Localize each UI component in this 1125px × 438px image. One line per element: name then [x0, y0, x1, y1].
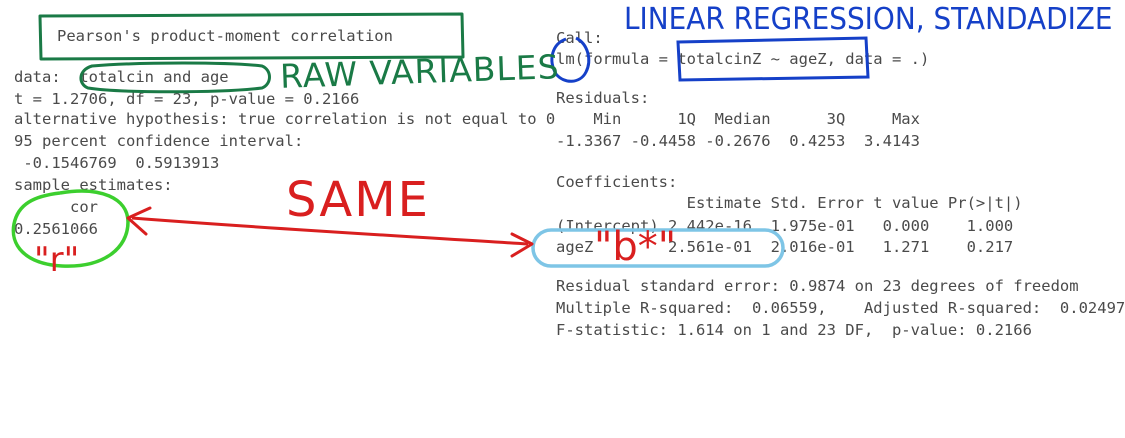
- right-line-formula: lm(formula = totalcinZ ~ ageZ, data = .): [556, 50, 930, 68]
- left-line-ci-values: -0.1546769 0.5913913: [14, 154, 220, 172]
- r-label: "r": [34, 240, 80, 280]
- same-arrow-head-right: [510, 232, 534, 258]
- right-line-residuals-label: Residuals:: [556, 89, 650, 107]
- right-line-coef-header: Estimate Std. Error t value Pr(>|t|): [556, 194, 1023, 212]
- b-star-label: "b*": [594, 224, 677, 270]
- raw-variables-oval: [79, 61, 271, 94]
- right-line-r-squared: Multiple R-squared: 0.06559, Adjusted R-…: [556, 299, 1125, 317]
- call-circle: [550, 36, 591, 83]
- r-circle: [11, 189, 130, 268]
- left-line-data: data: totalcin and age: [14, 68, 229, 86]
- same-arrow-head-left: [126, 206, 152, 236]
- right-line-residuals-values: -1.3367 -0.4458 -0.2676 0.4253 3.4143: [556, 132, 920, 150]
- right-line-coefficients-label: Coefficients:: [556, 173, 678, 191]
- left-line-cor-header: cor: [14, 198, 98, 216]
- right-line-coef-agez: ageZ 2.561e-01 2.016e-01 1.271 0.217: [556, 238, 1014, 256]
- formula-box: [676, 36, 870, 82]
- same-label: SAME: [286, 172, 430, 228]
- left-line-hypothesis: alternative hypothesis: true correlation…: [14, 110, 556, 128]
- correlation-title: Pearson's product-moment correlation: [57, 27, 393, 45]
- left-line-sample-estimates: sample estimates:: [14, 176, 173, 194]
- linear-regression-label: LINEAR REGRESSION, STANDADIZE: [624, 2, 1113, 37]
- right-line-residuals-header: Min 1Q Median 3Q Max: [556, 110, 920, 128]
- right-line-call: Call:: [556, 29, 603, 47]
- left-line-stats: t = 1.2706, df = 23, p-value = 0.2166: [14, 90, 360, 108]
- right-line-f-statistic: F-statistic: 1.614 on 1 and 23 DF, p-val…: [556, 321, 1032, 339]
- left-line-cor-value: 0.2561066: [14, 220, 98, 238]
- same-arrow: [131, 216, 529, 246]
- b-star-pill: [531, 228, 785, 268]
- right-line-residual-se: Residual standard error: 0.9874 on 23 de…: [556, 277, 1079, 295]
- left-line-ci-label: 95 percent confidence interval:: [14, 132, 304, 150]
- title-box: [38, 12, 465, 61]
